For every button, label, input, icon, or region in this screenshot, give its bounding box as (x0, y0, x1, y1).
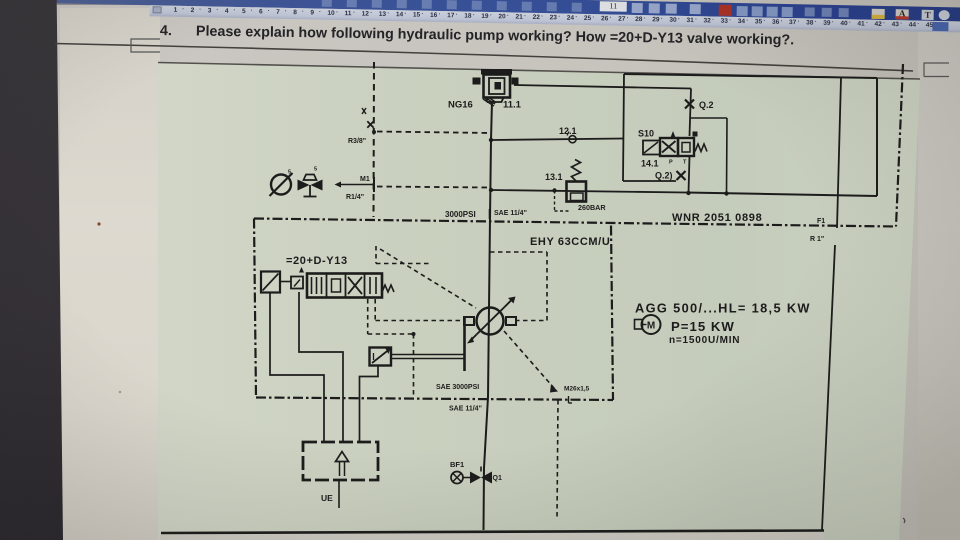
svg-text:EHY 63CCM/U: EHY 63CCM/U (530, 236, 610, 248)
svg-text:NG16: NG16 (448, 100, 473, 111)
svg-text:5: 5 (314, 167, 317, 173)
svg-text:R1/4": R1/4" (346, 194, 364, 201)
svg-text:S10: S10 (638, 129, 654, 139)
svg-text:M: M (647, 321, 655, 332)
svg-text:M1: M1 (360, 176, 370, 183)
svg-text:Q.2): Q.2) (655, 171, 673, 181)
svg-text:3000PSI: 3000PSI (445, 210, 476, 219)
svg-text:n=1500U/MIN: n=1500U/MIN (669, 335, 740, 346)
svg-text:WNR 2051 0898: WNR 2051 0898 (672, 212, 762, 224)
svg-text:SAE 11/4": SAE 11/4" (449, 406, 482, 413)
svg-text:4.: 4. (160, 23, 172, 39)
svg-text:SAE 3000PSI: SAE 3000PSI (436, 384, 479, 391)
svg-text:Q1: Q1 (493, 475, 502, 482)
svg-text:Q.2: Q.2 (699, 100, 714, 110)
svg-text:R 1": R 1" (810, 236, 824, 243)
svg-text:F1: F1 (817, 218, 825, 225)
svg-text:AGG 500/...HL= 18,5 KW: AGG 500/...HL= 18,5 KW (635, 301, 811, 316)
svg-text:BF1: BF1 (450, 460, 464, 469)
svg-text:M26x1,5: M26x1,5 (564, 386, 590, 393)
svg-text:P=15 KW: P=15 KW (671, 319, 735, 334)
svg-text:R3/8": R3/8" (348, 138, 366, 145)
svg-text:T: T (683, 160, 687, 166)
svg-text:5: 5 (288, 170, 291, 176)
svg-text:P: P (669, 160, 673, 166)
svg-text:=20+D-Y13: =20+D-Y13 (286, 255, 348, 267)
svg-text:UE: UE (321, 493, 333, 503)
svg-text:260BAR: 260BAR (578, 203, 606, 212)
svg-text:Please explain how following h: Please explain how following hydraulic p… (196, 24, 794, 49)
svg-text:14.1: 14.1 (641, 159, 659, 169)
svg-text:12.1: 12.1 (559, 126, 577, 136)
svg-text:SAE 11/4": SAE 11/4" (494, 210, 527, 217)
svg-text:11.1: 11.1 (503, 100, 522, 111)
svg-text:13.1: 13.1 (545, 172, 563, 182)
